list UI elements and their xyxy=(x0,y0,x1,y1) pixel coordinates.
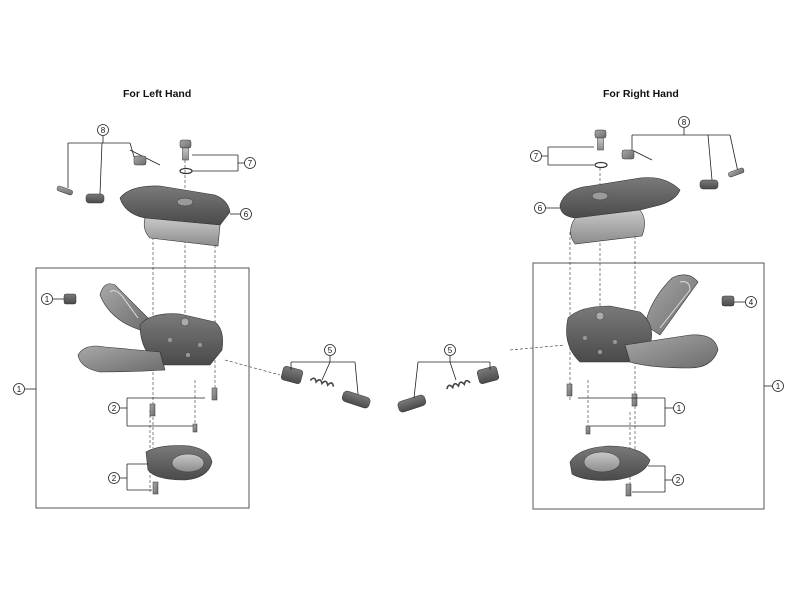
callout-left-7: 7 xyxy=(244,157,256,169)
callout-left-1-unit: 1 xyxy=(13,383,25,395)
right-callout-7-lines xyxy=(542,146,594,166)
callout-left-2b: 2 xyxy=(108,472,120,484)
left-callout-5-lines xyxy=(290,356,359,395)
svg-text:1: 1 xyxy=(17,385,22,394)
left-screws xyxy=(149,387,218,433)
callout-left-6: 6 xyxy=(240,208,252,220)
callout-right-1-unit: 1 xyxy=(772,380,784,392)
callout-right-8: 8 xyxy=(678,116,690,128)
left-top-cover xyxy=(119,185,231,247)
svg-text:1: 1 xyxy=(776,382,781,391)
callout-right-4: 4 xyxy=(745,296,757,308)
callout-right-2: 2 xyxy=(672,474,684,486)
left-cable-bolt xyxy=(56,155,147,204)
svg-text:2: 2 xyxy=(676,476,681,485)
right-screws xyxy=(566,383,638,435)
left-hand-assembly xyxy=(25,136,371,509)
right-shifter-body xyxy=(566,274,735,369)
right-callout-5-lines xyxy=(413,356,491,399)
svg-text:6: 6 xyxy=(538,204,543,213)
svg-text:7: 7 xyxy=(534,152,539,161)
right-callout-1b-lines xyxy=(578,397,673,427)
svg-text:7: 7 xyxy=(248,159,253,168)
left-hand-title: For Left Hand xyxy=(123,88,192,100)
left-callout-2b-lines xyxy=(120,463,152,491)
callout-left-5: 5 xyxy=(324,344,336,356)
svg-text:8: 8 xyxy=(101,126,106,135)
svg-text:8: 8 xyxy=(682,118,687,127)
svg-text:2: 2 xyxy=(112,474,117,483)
svg-text:6: 6 xyxy=(244,210,249,219)
right-indicator-cover xyxy=(569,445,651,497)
right-hand-assembly xyxy=(397,128,772,510)
callout-markers: 8 7 6 1 1 2 2 xyxy=(13,116,784,486)
left-callout-8-lines xyxy=(67,136,161,195)
right-fixing-bolt xyxy=(594,129,608,169)
right-cable-adjuster xyxy=(397,344,566,413)
callout-right-7: 7 xyxy=(530,150,542,162)
callout-left-1-nut: 1 xyxy=(41,293,53,305)
left-callout-7-lines xyxy=(192,154,244,172)
svg-text:5: 5 xyxy=(328,346,333,355)
left-cable-adjuster xyxy=(224,359,371,409)
right-hand-title: For Right Hand xyxy=(603,88,679,100)
svg-text:5: 5 xyxy=(448,346,453,355)
svg-text:1: 1 xyxy=(677,404,682,413)
callout-right-1-screws: 1 xyxy=(673,402,685,414)
svg-text:2: 2 xyxy=(112,404,117,413)
left-shifter-body xyxy=(63,283,223,373)
left-fixing-bolt xyxy=(179,139,193,175)
right-cable-bolt xyxy=(621,149,745,190)
svg-text:1: 1 xyxy=(45,295,50,304)
right-callout-8-lines xyxy=(631,128,739,181)
svg-text:4: 4 xyxy=(749,298,754,307)
callout-right-6: 6 xyxy=(534,202,546,214)
left-unit-frame xyxy=(35,267,250,509)
right-top-cover xyxy=(559,177,681,245)
left-callout-2a-lines xyxy=(120,397,205,427)
right-callout-2-lines xyxy=(632,465,672,493)
left-indicator-cover xyxy=(145,445,213,495)
callout-left-2a: 2 xyxy=(108,402,120,414)
callout-left-8: 8 xyxy=(97,124,109,136)
callout-right-5: 5 xyxy=(444,344,456,356)
